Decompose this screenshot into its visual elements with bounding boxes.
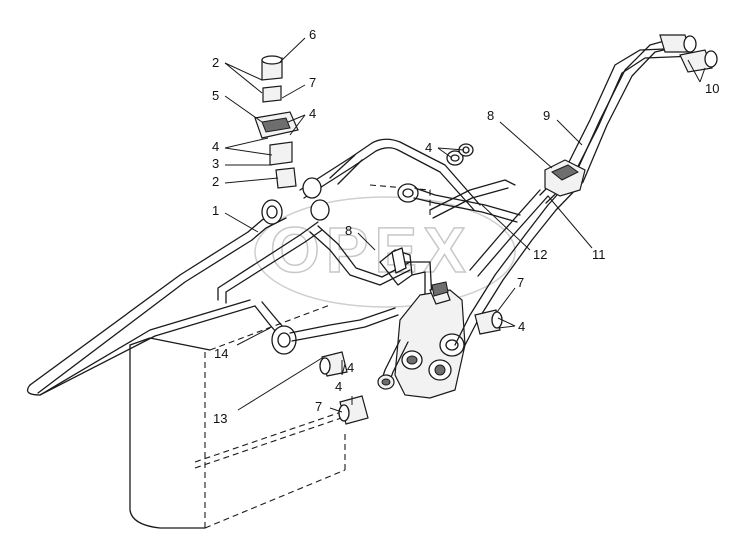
fittings-10 [659,34,718,73]
pipe-12 [397,179,521,223]
callout-10: 10 [705,81,719,96]
pipe-upper-cross [299,138,481,286]
callout-6: 6 [309,27,316,42]
callout-4: 4 [347,360,354,375]
callout-2: 2 [212,174,219,189]
fitting-stack [254,55,299,189]
callout-labels: 6 2 7 5 4 4 3 2 1 4 8 9 10 8 12 11 7 4 1… [212,27,719,426]
callout-4: 4 [309,106,316,121]
callout-1: 1 [212,203,219,218]
valve-block [377,247,466,399]
callout-4: 4 [335,379,342,394]
leader-lines [224,37,706,413]
pipes-right [454,39,696,350]
tank-outline [129,184,431,529]
callout-12: 12 [533,247,547,262]
callout-7: 7 [517,275,524,290]
callout-8: 8 [345,223,352,238]
callout-4: 4 [212,139,219,154]
callout-2: 2 [212,55,219,70]
pipe-1 [247,199,287,241]
hose-14 [26,231,256,396]
callout-3: 3 [212,156,219,171]
callout-11: 11 [592,247,606,262]
seal-rings-4 [446,143,474,166]
watermark-ring [254,196,516,308]
callout-4: 4 [518,319,525,334]
callout-13: 13 [213,411,227,426]
callout-4: 4 [425,140,432,155]
callout-9: 9 [543,108,550,123]
callout-8: 8 [487,108,494,123]
callout-14: 14 [214,346,228,361]
callout-7: 7 [309,75,316,90]
callout-7: 7 [315,399,322,414]
callout-5: 5 [212,88,219,103]
watermark-logo: OPEX [270,214,472,286]
